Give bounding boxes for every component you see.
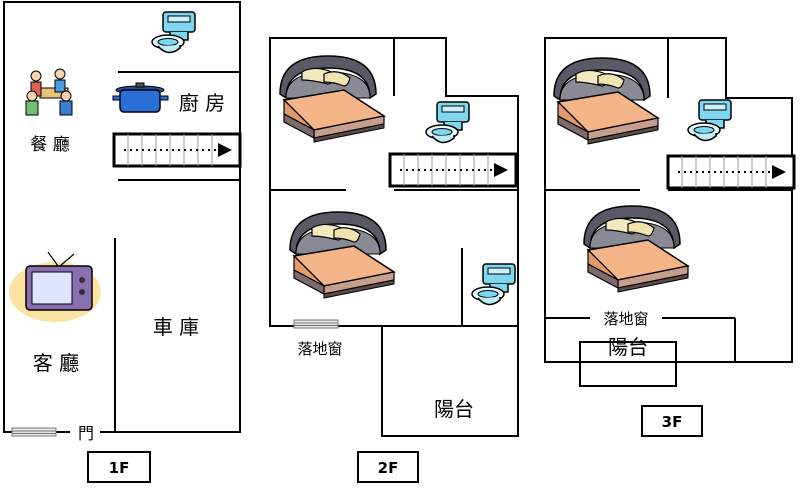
floor-1f-outline xyxy=(3,1,241,433)
toilet-icon xyxy=(687,99,732,142)
pot-icon xyxy=(112,82,169,113)
floor-1f: 餐 廳 廚 房 客 廳 車 庫 門 1F xyxy=(3,1,242,483)
balcony-3f-label: 陽台 xyxy=(608,335,648,359)
garage-label: 車 庫 xyxy=(153,315,199,339)
bed-icon xyxy=(583,205,689,293)
floor-2f-tag-box xyxy=(357,451,419,483)
floor-3f-outline xyxy=(544,37,793,363)
stairs-icon xyxy=(112,132,242,168)
floor-2f-tag: 2F xyxy=(378,459,399,477)
door-label: 門 xyxy=(78,424,94,443)
floor-2f: 落地窗 陽台 2F xyxy=(269,37,519,483)
door-window-icon xyxy=(11,427,57,437)
floor-1f-tag-box xyxy=(87,451,151,483)
tv-icon xyxy=(9,251,101,322)
dining-people-icon xyxy=(25,68,73,116)
toilet-icon xyxy=(425,101,470,144)
toilet-icon xyxy=(471,263,516,306)
bed-icon xyxy=(289,211,395,299)
living-label: 客 廳 xyxy=(33,351,79,375)
floor-3f: 落地窗 陽台 3F xyxy=(544,37,796,437)
window-2f-label: 落地窗 xyxy=(297,340,342,358)
bed-icon xyxy=(279,55,385,143)
toilet-icon xyxy=(151,11,196,54)
stairs-icon xyxy=(666,154,796,190)
dining-label: 餐 廳 xyxy=(30,135,69,155)
stairs-icon xyxy=(388,152,518,188)
window-2f-icon xyxy=(293,319,339,329)
floor-3f-tag-box xyxy=(641,405,703,437)
floor-1f-tag: 1F xyxy=(109,459,130,477)
bed-icon xyxy=(553,57,659,145)
floor-2f-outline xyxy=(269,37,519,327)
window-3f-label: 落地窗 xyxy=(603,310,648,328)
balcony-3f-outline xyxy=(579,341,677,387)
balcony-2f-label: 陽台 xyxy=(434,397,474,421)
balcony-2f-outline xyxy=(381,326,519,437)
floor-3f-tag: 3F xyxy=(662,413,683,431)
kitchen-label: 廚 房 xyxy=(179,91,225,115)
